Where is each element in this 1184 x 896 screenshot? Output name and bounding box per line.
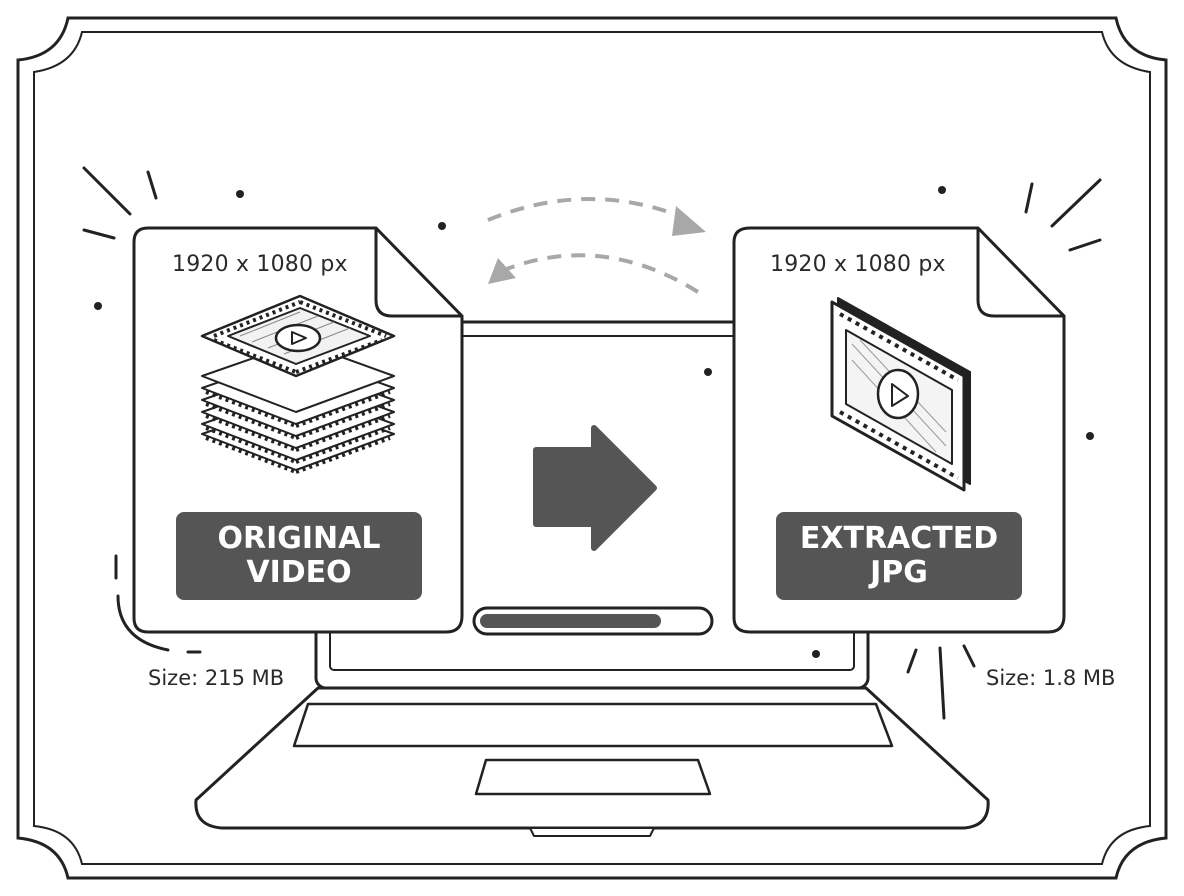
original-label-line2: VIDEO [246,555,352,590]
film-frame-icon [830,297,971,492]
original-label-line1: ORIGINAL [217,521,381,556]
film-stack-icon [200,294,396,474]
decorative-dots [94,186,1094,658]
extracted-jpg-label: EXTRACTED JPG [776,512,1022,600]
decorative-frame [16,16,1168,880]
original-size-text: Size: 215 MB [148,666,285,690]
extracted-size-text: Size: 1.8 MB [986,666,1116,690]
burst-lines-icon [82,166,1102,720]
progress-bar [472,606,714,636]
decorative-curve [114,554,202,654]
original-video-label: ORIGINAL VIDEO [176,512,422,600]
progress-fill [480,614,661,628]
dashed-sync-arrows-icon [487,197,706,294]
extracted-label-line1: EXTRACTED [799,521,999,556]
conversion-arrow-icon [533,425,657,551]
extracted-resolution-text: 1920 x 1080 px [770,252,946,277]
original-resolution-text: 1920 x 1080 px [172,252,348,277]
extracted-label-line2: JPG [870,555,928,590]
